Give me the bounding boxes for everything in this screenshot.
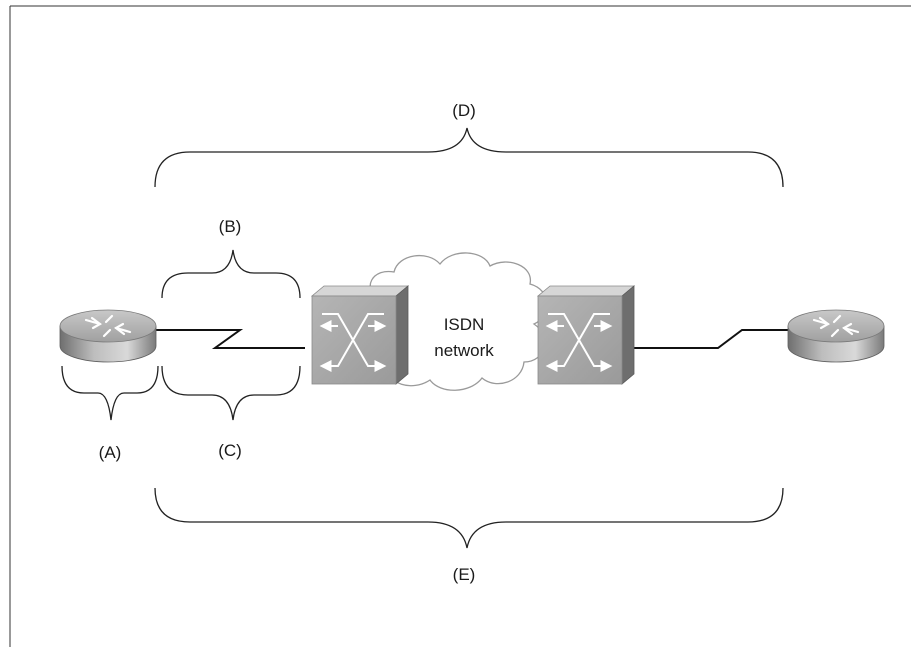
label-c: (C) [218, 441, 242, 460]
cloud-label-line1: ISDN [444, 315, 485, 334]
brace-c [161, 365, 301, 421]
label-e: (E) [453, 565, 476, 584]
link-switch-to-right-router [627, 329, 790, 349]
brace-d [154, 127, 784, 188]
router-icon [59, 309, 157, 363]
brace-a [61, 365, 159, 421]
router-icon [787, 309, 885, 363]
label-a: (A) [99, 443, 122, 462]
brace-b [161, 249, 301, 299]
link-left-router-to-switch [155, 329, 305, 349]
label-b: (B) [219, 217, 242, 236]
label-d: (D) [452, 101, 476, 120]
isdn-switch-icon [536, 285, 636, 385]
isdn-switch-icon [310, 285, 410, 385]
cloud-label-line2: network [434, 341, 494, 360]
brace-e [154, 487, 784, 549]
